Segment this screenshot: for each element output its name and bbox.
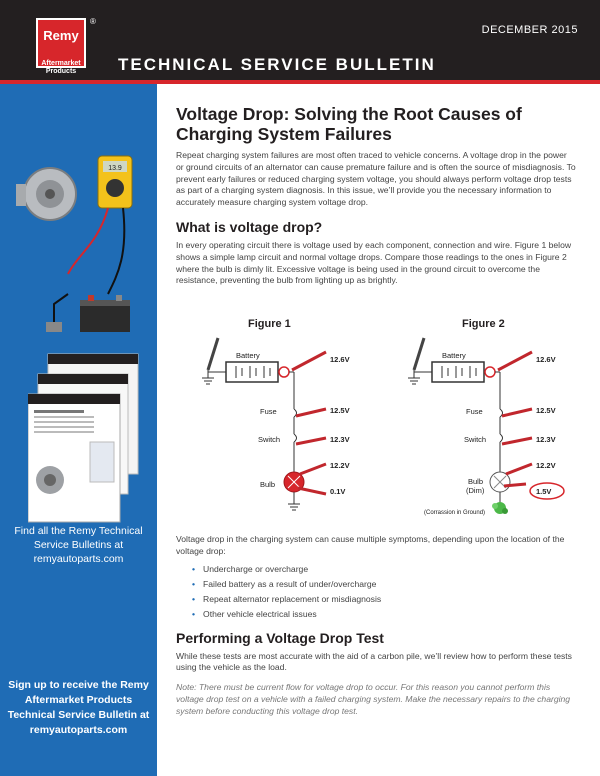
bulletin-stack-illustration [28, 353, 139, 523]
figure-2-circuit: Battery Fuse Switch Bulb (Dim) (Corrassi… [408, 337, 565, 516]
volt-ground: 0.1V [330, 487, 345, 496]
fuse-symbol [293, 408, 297, 418]
switch-label: Switch [258, 435, 280, 444]
highlight-circle [529, 482, 565, 500]
volt-bulb: 12.2V [330, 461, 350, 470]
switch-symbol [499, 433, 503, 443]
article-title: Voltage Drop: Solving the Root Causes of… [176, 104, 522, 144]
bulb-label: Bulb [468, 477, 483, 486]
red-lead [67, 207, 109, 275]
volt-battery: 12.6V [536, 355, 556, 364]
symptom-list: Undercharge or overcharge Failed battery… [176, 562, 576, 622]
bulb-label: Bulb [260, 480, 275, 489]
lower-content: Voltage drop in the charging system can … [176, 534, 576, 718]
fuse-label: Fuse [466, 407, 483, 416]
registered-mark: ® [90, 17, 96, 26]
red-probes [497, 350, 533, 488]
find-bulletins-text: Find all the Remy Technical Service Bull… [14, 525, 143, 565]
meter-reading: 13.9 [108, 165, 122, 172]
logo-text: Remy [43, 28, 79, 43]
ground-probe [206, 337, 220, 371]
battery-symbol [431, 361, 485, 383]
bulletin-title: TECHNICAL SERVICE BULLETIN [118, 55, 436, 74]
list-item: Repeat alternator replacement or misdiag… [176, 592, 576, 607]
note-paragraph: Note: There must be current flow for vol… [176, 682, 571, 716]
black-lead [107, 207, 126, 295]
list-item: Other vehicle electrical issues [176, 607, 576, 622]
switch-label: Switch [464, 435, 486, 444]
fuse-label: Fuse [260, 407, 277, 416]
volt-battery: 12.6V [330, 355, 350, 364]
figure-1-title: Figure 1 [248, 318, 291, 330]
sensor-icon [46, 293, 69, 332]
list-item: Undercharge or overcharge [176, 562, 576, 577]
bulb-dim-label: (Dim) [466, 486, 485, 495]
section-heading-test: Performing a Voltage Drop Test [176, 629, 384, 646]
sidebar: 13.9 [0, 84, 157, 776]
header-divider [0, 80, 600, 84]
logo-subtitle: Aftermarket Products [41, 60, 81, 75]
ground-probe [412, 337, 426, 371]
test-paragraph: While these tests are most accurate with… [176, 650, 572, 673]
fuse-symbol [499, 408, 503, 418]
ground-symbol-bottom [288, 503, 300, 511]
symptoms-paragraph: Voltage drop in the charging system can … [176, 534, 565, 556]
battery-label: Battery [442, 351, 466, 360]
figure-1-circuit: Battery Fuse Switch Bulb 12.6V 12.5V 12.… [202, 337, 350, 511]
battery-icon [80, 295, 130, 332]
header-bar: Remy ® Aftermarket Products DECEMBER 201… [0, 0, 600, 80]
volt-switch: 12.3V [536, 435, 556, 444]
bulletin-date: DECEMBER 2015 [481, 24, 578, 36]
list-item: Failed battery as a result of under/over… [176, 577, 576, 592]
battery-label: Battery [236, 351, 260, 360]
ground-symbol-left [408, 377, 420, 385]
red-probes [291, 350, 327, 496]
switch-symbol [293, 433, 297, 443]
main-content: Voltage Drop: Solving the Root Causes of… [176, 104, 576, 287]
what-paragraph: In every operating circuit there is volt… [176, 239, 572, 286]
section-heading-what: What is voltage drop? [176, 218, 323, 235]
remy-logo[interactable]: Remy [36, 18, 86, 68]
volt-fuse: 12.5V [330, 406, 350, 415]
multimeter-icon: 13.9 [97, 155, 133, 209]
volt-ground: 1.5V [536, 487, 551, 496]
volt-fuse: 12.5V [536, 406, 556, 415]
ground-symbol-left [202, 377, 214, 385]
intro-paragraph: Repeat charging system failures are most… [176, 150, 576, 208]
figure-2-title: Figure 2 [462, 318, 505, 330]
bulletin-page-front [28, 393, 121, 523]
alternator-icon [16, 167, 77, 221]
alternator-test-illustration: 13.9 [16, 155, 133, 332]
signup-text: Sign up to receive the Remy Aftermarket … [7, 679, 150, 736]
corrosion-icon [492, 502, 508, 514]
volt-bulb: 12.2V [536, 461, 556, 470]
corrosion-label: (Corrassion in Ground) [424, 510, 485, 516]
volt-switch: 12.3V [330, 435, 350, 444]
battery-symbol [225, 361, 279, 383]
